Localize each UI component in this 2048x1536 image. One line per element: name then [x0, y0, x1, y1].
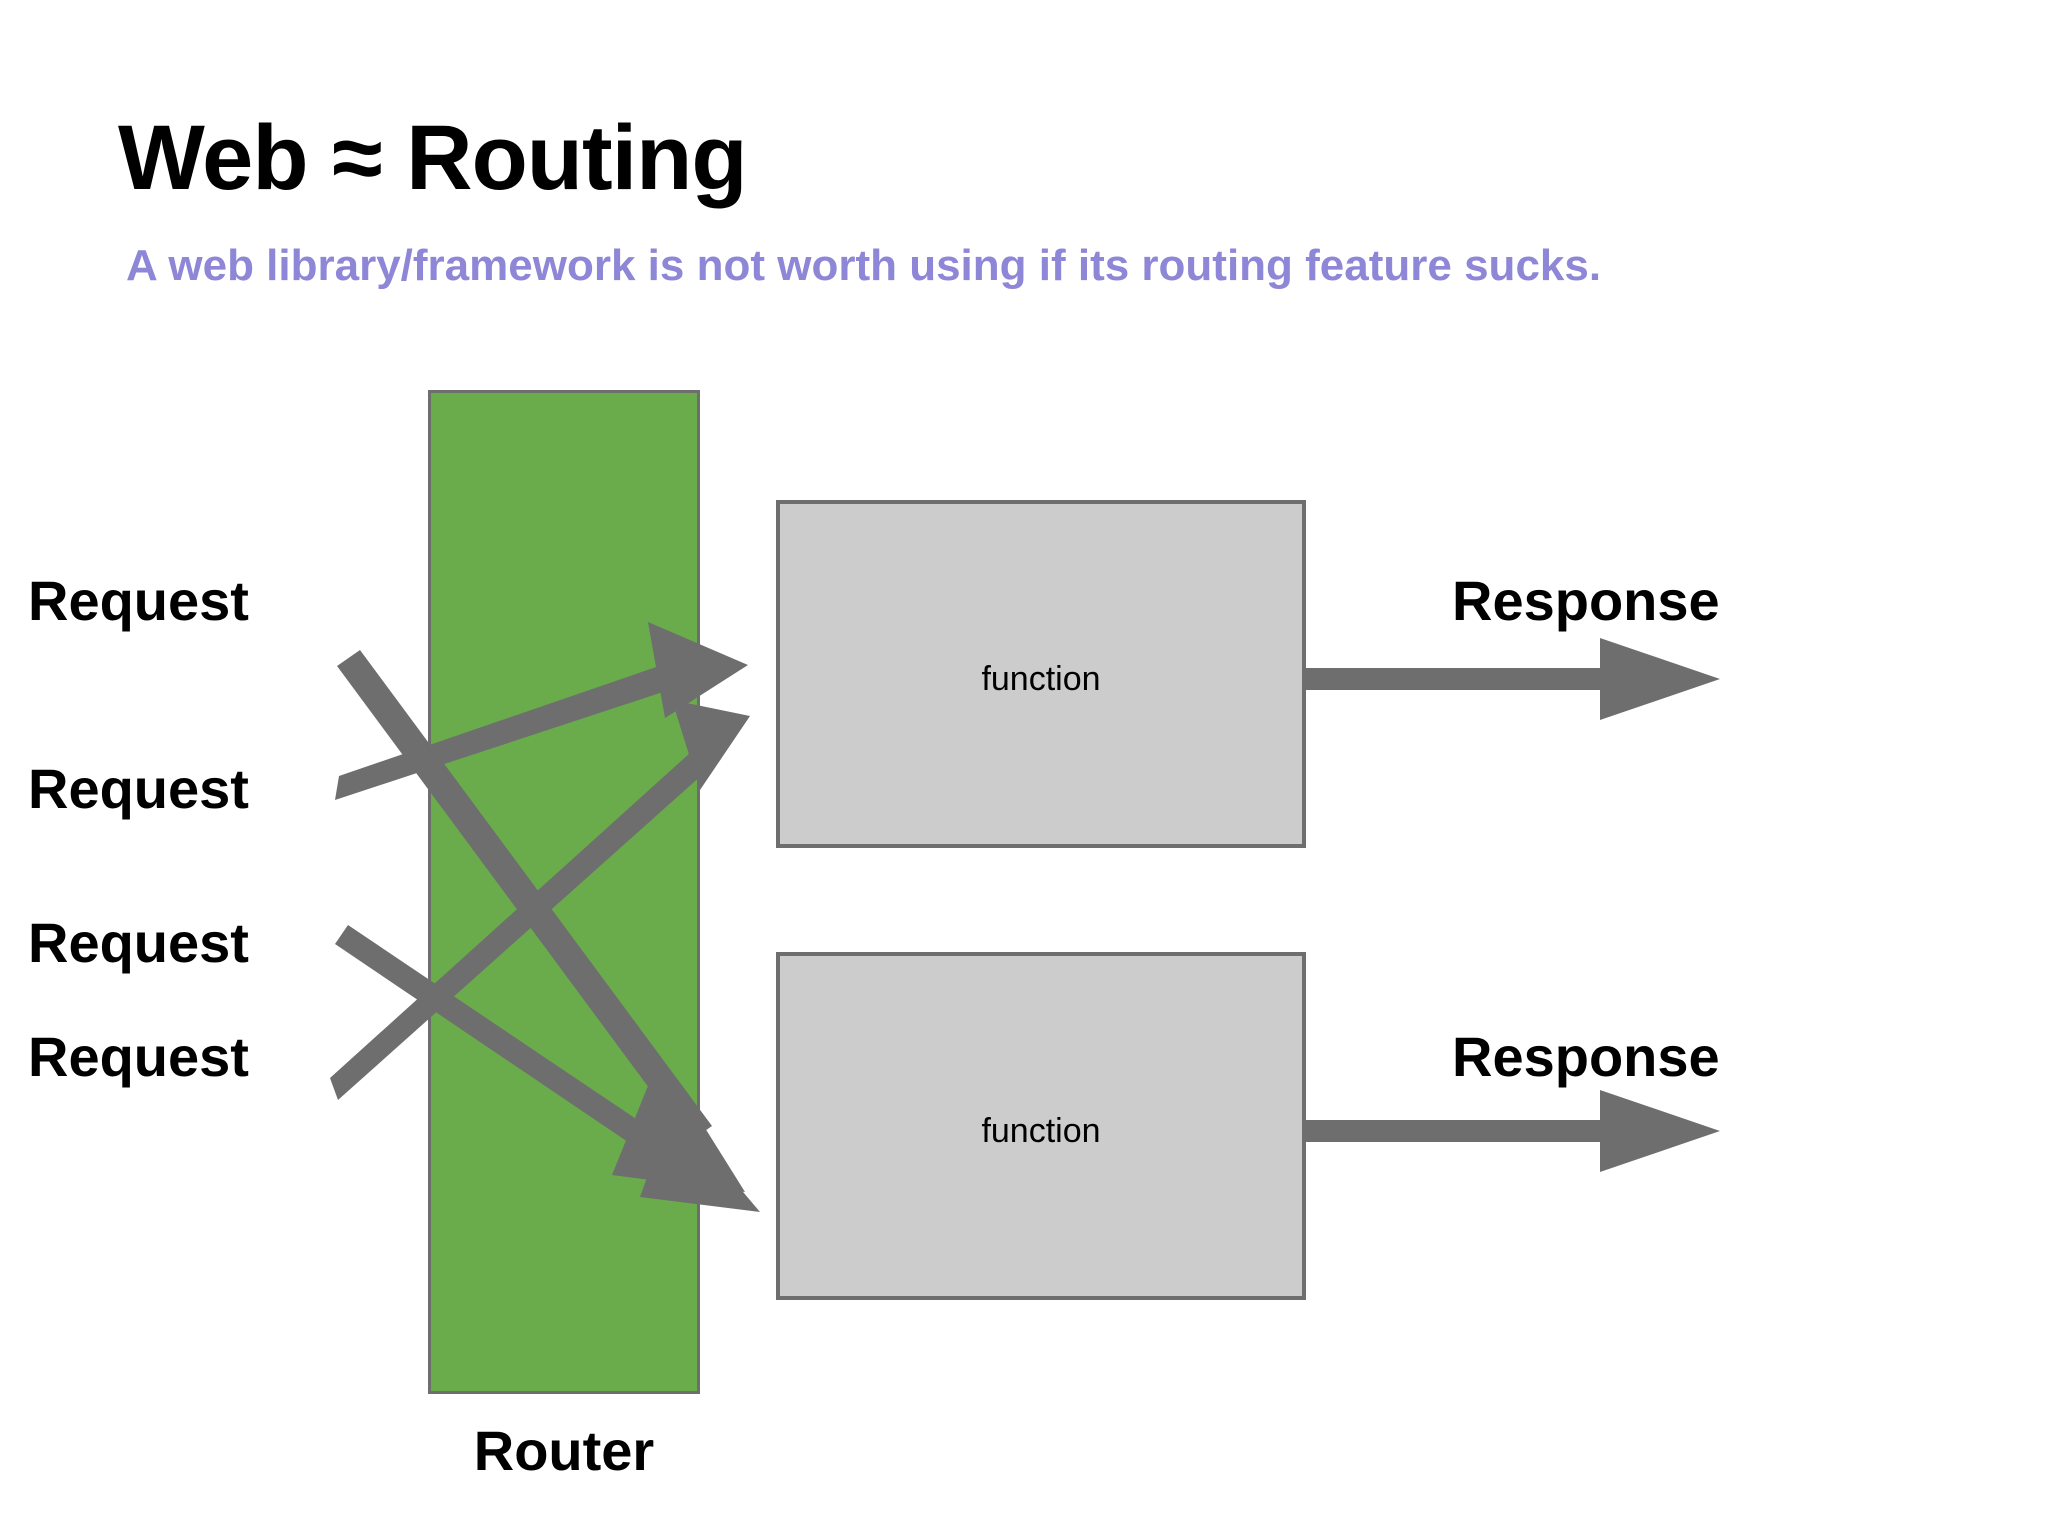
page-subtitle: A web library/framework is not worth usi…	[126, 241, 1602, 290]
request-label-1: Request	[28, 569, 249, 632]
function-box-bottom	[776, 952, 1306, 1300]
function-label-top: function	[981, 660, 1101, 698]
request-label-3: Request	[28, 911, 249, 974]
router-label: Router	[473, 1419, 655, 1482]
response-arrow-2	[1306, 1090, 1720, 1172]
response-label-1: Response	[1452, 569, 1720, 632]
request-label-4: Request	[28, 1025, 249, 1088]
page-title: Web ≈ Routing	[118, 107, 748, 209]
response-arrow-1	[1306, 638, 1720, 720]
router-band	[428, 390, 700, 1394]
function-label-bottom: function	[981, 1112, 1101, 1150]
response-label-2: Response	[1452, 1025, 1720, 1088]
function-box-top	[776, 500, 1306, 848]
request-label-2: Request	[28, 757, 249, 820]
